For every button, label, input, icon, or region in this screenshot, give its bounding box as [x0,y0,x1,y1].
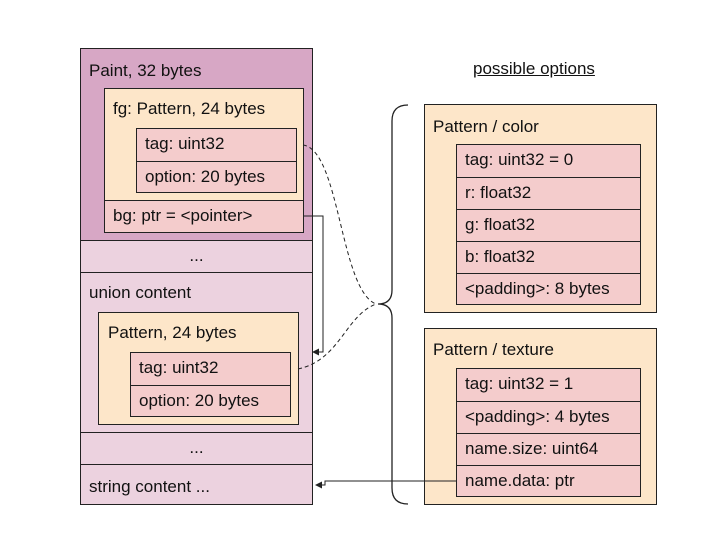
options-curly-brace [377,104,409,505]
union-content-title: union content [89,283,192,302]
texture-field-name-data: name.data: ptr [457,465,640,496]
texture-field-name-size: name.size: uint64 [457,433,640,465]
union-field-option: option: 20 bytes [131,385,290,416]
texture-field-padding: <padding>: 4 bytes [457,401,640,433]
ellipsis-1: ... [189,246,204,265]
union-pattern-title: Pattern, 24 bytes [108,323,237,342]
fg-pattern-title: fg: Pattern, 24 bytes [113,99,266,118]
string-content-label: string content ... [89,477,210,496]
ellipsis-block-1: ... [80,240,313,273]
name-data-pointer-arrow [315,480,457,489]
bg-pointer-label: bg: ptr = <pointer> [113,206,253,225]
string-content-block: string content ... [80,464,313,505]
fg-fields: tag: uint32 option: 20 bytes [136,128,297,193]
color-field-b: b: float32 [457,241,640,273]
pattern-color-fields: tag: uint32 = 0 r: float32 g: float32 b:… [456,144,641,305]
ellipsis-2: ... [189,438,204,457]
possible-options-heading: possible options [473,59,595,78]
fg-field-tag: tag: uint32 [145,134,225,153]
fg-tag-dashed-link [302,144,377,305]
fg-field-option: option: 20 bytes [137,161,296,192]
bg-pointer-arrow [304,215,324,356]
union-pattern-fields: tag: uint32 option: 20 bytes [130,352,291,417]
paint-title: Paint, 32 bytes [89,61,202,80]
ellipsis-block-2: ... [80,432,313,465]
bg-pointer-field: bg: ptr = <pointer> [104,200,304,233]
union-field-tag: tag: uint32 [139,358,219,377]
union-tag-dashed-link [297,303,377,370]
pattern-color-title: Pattern / color [433,117,539,136]
pattern-texture-title: Pattern / texture [433,340,554,359]
color-field-g: g: float32 [457,209,640,241]
color-field-r: r: float32 [457,177,640,209]
color-field-tag: tag: uint32 = 0 [465,150,574,169]
texture-field-tag: tag: uint32 = 1 [465,374,574,393]
pattern-texture-fields: tag: uint32 = 1 <padding>: 4 bytes name.… [456,368,641,497]
color-field-padding: <padding>: 8 bytes [457,273,640,304]
